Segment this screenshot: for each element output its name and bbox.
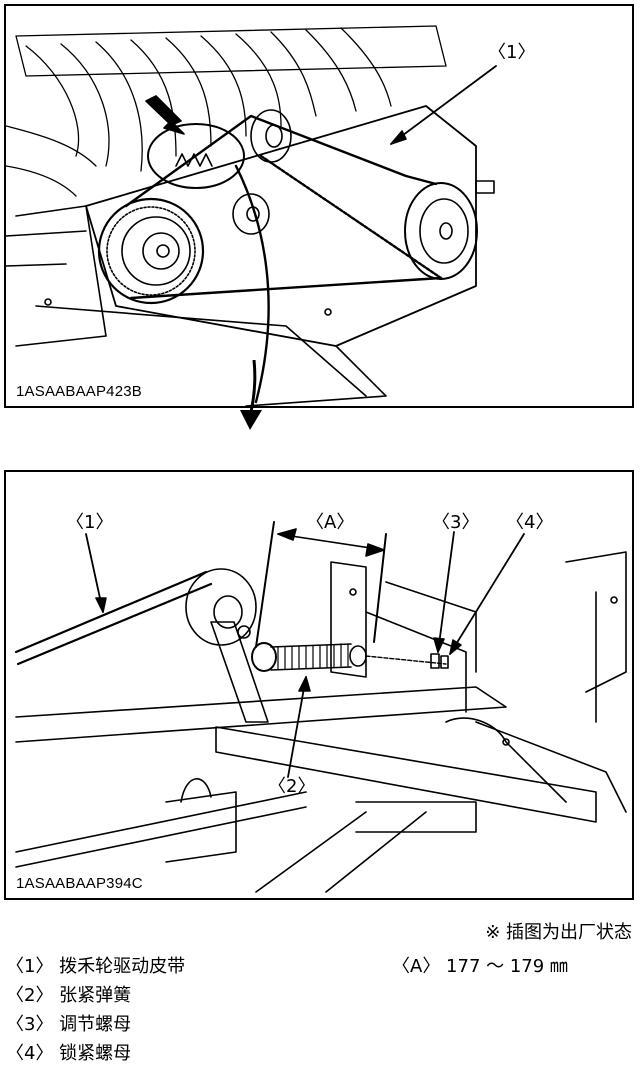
callout-4-label: 〈4〉	[506, 512, 554, 533]
figure-code-bottom: 1ASAABAAP394C	[14, 875, 145, 892]
callout-1-label: 〈1〉	[488, 42, 536, 63]
legend-item: 〈2〉 张紧弹簧	[6, 985, 132, 1006]
legend-item: 〈4〉 锁紧螺母	[6, 1043, 132, 1064]
callout-A-label: 〈A〉	[306, 512, 355, 533]
reel-drive-illustration	[6, 25, 497, 406]
parts-legend: 〈1〉 拨禾轮驱动皮带 〈2〉 张紧弹簧 〈3〉 调节螺母 〈4〉 锁紧螺母	[6, 952, 185, 1068]
dimension-a-note: 〈A〉 177 ～ 179 ㎜	[392, 956, 568, 977]
legend-item: 〈1〉 拨禾轮驱动皮带	[6, 956, 186, 977]
figure-code-top: 1ASAABAAP423B	[14, 383, 145, 400]
callout-1-label-bottom: 〈1〉	[66, 512, 114, 533]
legend-item: 〈3〉 调节螺母	[6, 1014, 132, 1035]
tension-spring-illustration	[14, 521, 627, 893]
callout-2-label: 〈2〉	[268, 776, 316, 797]
callout-3-label: 〈3〉	[432, 512, 480, 533]
figure-reel-drive-overview: 〈1〉 1ASAABAAP423B	[4, 4, 634, 408]
down-arrow-icon	[240, 360, 262, 430]
factory-state-note: ※ 插图为出厂状态	[485, 922, 632, 943]
figure-tension-spring-detail: 〈1〉 〈A〉 〈3〉 〈4〉 〈2〉 1ASAABAAP394C	[4, 470, 634, 900]
